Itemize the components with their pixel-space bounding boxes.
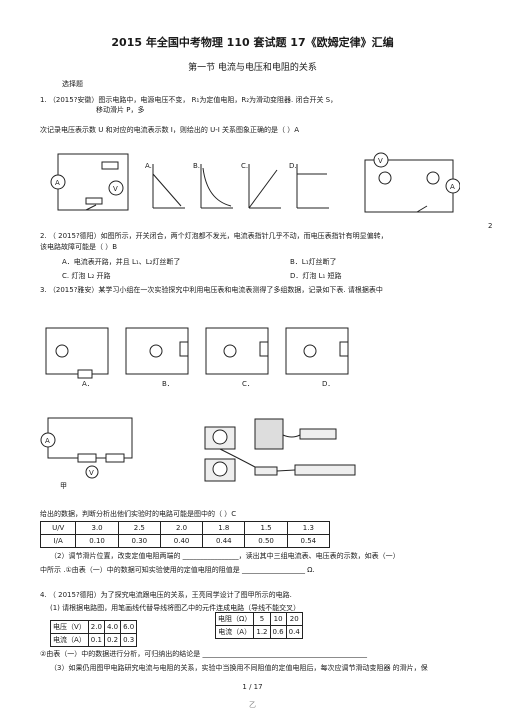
q4-t1-u-2: 4.0 bbox=[103, 620, 122, 634]
q4-circuit-jia: A V bbox=[40, 417, 133, 479]
q1-graph-label-c: C. bbox=[241, 162, 248, 170]
q1-line2: 移动滑片 P，多 bbox=[96, 106, 145, 114]
q4-t2-row-resistance: 电阻（Ω） 5 10 20 bbox=[214, 612, 303, 626]
q3-u-5: 1.5 bbox=[244, 521, 288, 535]
q3-line2: 给出的数据，判断分析出他们实验时的电路可能是图中的（ ）C bbox=[40, 510, 237, 518]
q1-side-number: 2 bbox=[488, 222, 493, 230]
q4-t1-u-1: 2.0 bbox=[87, 620, 105, 634]
q4-t1-row-voltage: 电压（V） 2.0 4.0 6.0 bbox=[50, 620, 138, 634]
q4-t1-i-header: 电流（A） bbox=[50, 633, 89, 647]
section-heading: 第一节 电流与电压和电阻的关系 bbox=[188, 63, 317, 73]
q4-line3: ②由表（一）中的数据进行分析，可归纳出的结论是 ________________… bbox=[40, 650, 367, 658]
q2-option-a: A．电流表开路，并且 L₁、L₂灯丝断了 bbox=[62, 258, 181, 266]
q1-graph-label-a: A. bbox=[145, 162, 152, 170]
q4-table-one: 电压（V） 2.0 4.0 6.0 电流（A） 0.1 0.2 0.3 bbox=[50, 620, 138, 647]
q3-i-6: 0.54 bbox=[286, 534, 331, 548]
q3-circuit-label-b: B． bbox=[162, 380, 174, 388]
q4-t1-u-3: 6.0 bbox=[120, 620, 138, 634]
q3-u-4: 1.8 bbox=[202, 521, 246, 535]
q3-u-3: 2.0 bbox=[159, 521, 204, 535]
svg-text:V: V bbox=[378, 157, 383, 165]
q3-u-6: 1.3 bbox=[286, 521, 331, 535]
q3-i-5: 0.50 bbox=[244, 534, 288, 548]
q2-option-b: B．L₁灯丝断了 bbox=[290, 258, 337, 266]
q4-t1-row-current: 电流（A） 0.1 0.2 0.3 bbox=[50, 633, 138, 647]
svg-text:V: V bbox=[89, 469, 94, 477]
q3-u-2: 2.5 bbox=[117, 521, 161, 535]
q4-t2-i-3: 0.4 bbox=[285, 625, 303, 639]
q4-table-two: 电阻（Ω） 5 10 20 电流（A） 1.2 0.6 0.4 bbox=[214, 612, 303, 639]
q3-row-voltage: U/V 3.0 2.5 2.0 1.8 1.5 1.3 bbox=[39, 521, 331, 535]
q3-circuit-label-c: C． bbox=[242, 380, 254, 388]
q4-apparatus-yi bbox=[204, 418, 356, 482]
q3-i-header: I/A bbox=[39, 534, 77, 548]
q3-i-4: 0.44 bbox=[202, 534, 246, 548]
q4-t2-row-current: 电流（A） 1.2 0.6 0.4 bbox=[214, 625, 303, 639]
q3-u-1: 3.0 bbox=[75, 521, 119, 535]
q4-t1-i-2: 0.2 bbox=[103, 633, 122, 647]
svg-text:V: V bbox=[113, 185, 118, 193]
q3-u-header: U/V bbox=[39, 521, 77, 535]
q4-jia-label: 甲 bbox=[60, 482, 67, 490]
q4-t2-i-header: 电流（A） bbox=[214, 625, 255, 639]
q4-t2-i-2: 0.6 bbox=[269, 625, 287, 639]
q4-t2-r-header: 电阻（Ω） bbox=[214, 612, 255, 626]
q4-t2-i-1: 1.2 bbox=[253, 625, 271, 639]
q3-row-current: I/A 0.10 0.30 0.40 0.44 0.50 0.54 bbox=[39, 534, 331, 548]
q3-circuit-label-a: A． bbox=[82, 380, 94, 388]
q2-option-d: D．灯泡 L₁ 短路 bbox=[290, 272, 342, 280]
q1-ui-graphs: A. B. C. D. bbox=[145, 162, 329, 209]
svg-text:A: A bbox=[55, 179, 60, 187]
q1-graph-label-b: B. bbox=[193, 162, 200, 170]
q4-t1-i-3: 0.3 bbox=[120, 633, 138, 647]
page-number: 1 / 17 bbox=[242, 683, 263, 691]
q4-t2-r-2: 10 bbox=[269, 612, 287, 626]
q2-circuit-diagram: V A bbox=[364, 152, 460, 213]
svg-text:A: A bbox=[45, 437, 50, 445]
q1-line1: 1. （2015?安徽）图示电路中，电源电压不变， R₁为定值电阻，R₂为滑动变… bbox=[40, 96, 338, 104]
q2-option-c: C. 灯泡 L₂ 开路 bbox=[62, 272, 111, 280]
q4-t2-r-1: 5 bbox=[253, 612, 271, 626]
q3-i-3: 0.40 bbox=[159, 534, 204, 548]
q4-t1-u-header: 电压（V） bbox=[50, 620, 89, 634]
q3-line1: 3. （2015?雅安）某学习小组在一次实验探究中利用电压表和电流表测得了多组数… bbox=[40, 286, 383, 294]
q3-circuit-options: A． B． C． D． bbox=[45, 327, 349, 388]
q4-line1: 4. （ 2015?德阳）为了探究电流跟电压的关系，王亮同学设计了图甲所示的电路… bbox=[40, 591, 292, 599]
q2-line1: 2. （ 2015?德阳）如图所示，开关闭合，两个灯泡都不发光，电流表指针几乎不… bbox=[40, 232, 388, 240]
q3-i-1: 0.10 bbox=[75, 534, 119, 548]
q3-i-2: 0.30 bbox=[117, 534, 161, 548]
q1-graph-label-d: D. bbox=[289, 162, 297, 170]
q4-line4: （3）如果仍用图甲电路研究电流与电阻的关系，实验中当换用不同阻值的定值电阻后，每… bbox=[50, 664, 428, 672]
q2-line2: 该电路故障可能是（ ）B bbox=[40, 243, 118, 251]
q1-circuit-diagram: A V bbox=[50, 153, 129, 211]
q4-t1-i-1: 0.1 bbox=[87, 633, 105, 647]
q3-circuit-label-d: D． bbox=[322, 380, 334, 388]
document-title: 2015 年全国中考物理 110 套试题 17《欧姆定律》汇编 bbox=[111, 36, 394, 49]
q4-t2-r-3: 20 bbox=[285, 612, 303, 626]
q4-line2: (1) 请根据电路图，用笔画线代替导线将图乙中的元件连成电路（导线不能交叉） bbox=[50, 604, 301, 612]
q3-line4: 中所示 .①由表（一）中的数据可知实验使用的定值电阻的阻值是 _________… bbox=[40, 566, 315, 574]
q3-line3: （2）调节滑片位置，改变定值电阻两端的 ________________，读出其… bbox=[50, 552, 400, 560]
svg-text:A: A bbox=[450, 183, 455, 191]
q1-line3: 次记录电压表示数 U 和对应的电流表示数 I，则绘出的 U-I 关系图象正确的是… bbox=[40, 126, 300, 134]
q3-data-table: U/V 3.0 2.5 2.0 1.8 1.5 1.3 I/A 0.10 0.3… bbox=[39, 521, 331, 548]
watermark: 乙 bbox=[249, 701, 256, 709]
select-label: 选择题 bbox=[62, 80, 83, 88]
